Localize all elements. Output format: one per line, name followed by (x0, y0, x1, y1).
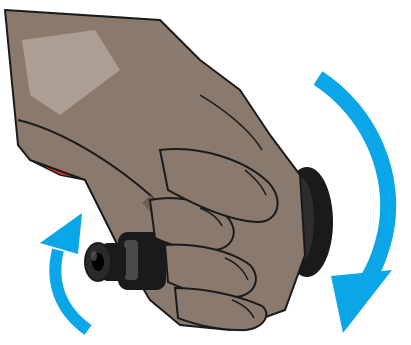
connector-icon (85, 232, 166, 290)
counterclockwise-arrow-icon (40, 213, 88, 330)
